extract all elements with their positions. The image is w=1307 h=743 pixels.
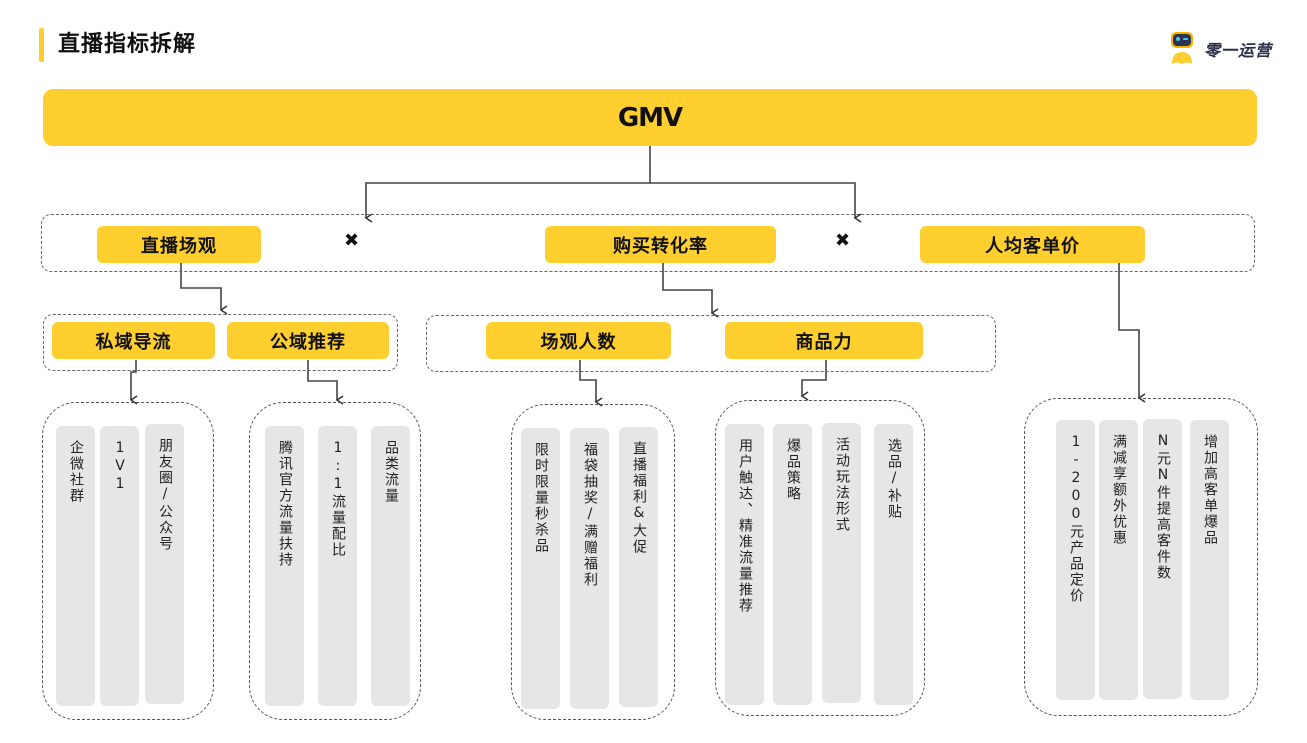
leaf-group-aov: [1024, 398, 1258, 716]
title-accent-bar: [39, 28, 44, 62]
connector-gmv-right: [650, 182, 862, 223]
leaf-item: 用户触达、精准流量推荐: [725, 424, 764, 705]
leaf-item: 爆品策略: [773, 424, 812, 705]
leaf-group-public: [249, 402, 421, 720]
node-private-traffic: 私域导流: [52, 322, 215, 359]
node-conversion-rate: 购买转化率: [545, 226, 776, 263]
gmv-node: GMV: [43, 89, 1257, 146]
multiply-icon: ✖: [344, 230, 360, 251]
leaf-item: 满减享额外优惠: [1099, 420, 1138, 700]
connector-gmv-left: [364, 146, 651, 223]
level2-group-views: [43, 314, 398, 371]
leaf-item: 企微社群: [56, 426, 95, 706]
leaf-item: 1V1: [100, 426, 139, 706]
level2-group-conversion: [426, 315, 996, 372]
level1-group: [41, 214, 1255, 272]
page-title: 直播指标拆解: [58, 32, 197, 57]
brand-logo: 零一运营: [1168, 30, 1272, 68]
multiply-icon: ✖: [835, 230, 851, 251]
leaf-item: N元N件提高客件数: [1143, 419, 1182, 699]
robot-mascot-icon: [1168, 30, 1196, 68]
leaf-item: 选品/补贴: [874, 424, 913, 705]
node-public-recommend: 公域推荐: [227, 322, 389, 359]
leaf-group-product: [715, 400, 925, 716]
leaf-item: 福袋抽奖/满赠福利: [570, 428, 609, 709]
leaf-item: 直播福利&大促: [619, 427, 658, 707]
leaf-item: 腾讯官方流量扶持: [265, 426, 304, 706]
leaf-item: 品类流量: [371, 426, 410, 706]
connector-aov: [1118, 263, 1146, 403]
leaf-item: 1-200元产品定价: [1056, 420, 1095, 700]
node-viewer-count: 场观人数: [486, 322, 671, 359]
leaf-item: 增加高客单爆品: [1190, 420, 1229, 700]
leaf-item: 活动玩法形式: [822, 423, 861, 703]
brand-name: 零一运营: [1204, 41, 1273, 60]
leaf-group-private: [42, 402, 214, 720]
leaf-item: 1:1流量配比: [318, 426, 357, 706]
leaf-item: 朋友圈/公众号: [145, 424, 184, 704]
node-avg-order-value: 人均客单价: [920, 226, 1145, 263]
node-live-views: 直播场观: [97, 226, 261, 263]
leaf-item: 限时限量秒杀品: [521, 428, 560, 709]
leaf-group-viewers: [511, 404, 675, 720]
node-product-power: 商品力: [725, 322, 923, 359]
